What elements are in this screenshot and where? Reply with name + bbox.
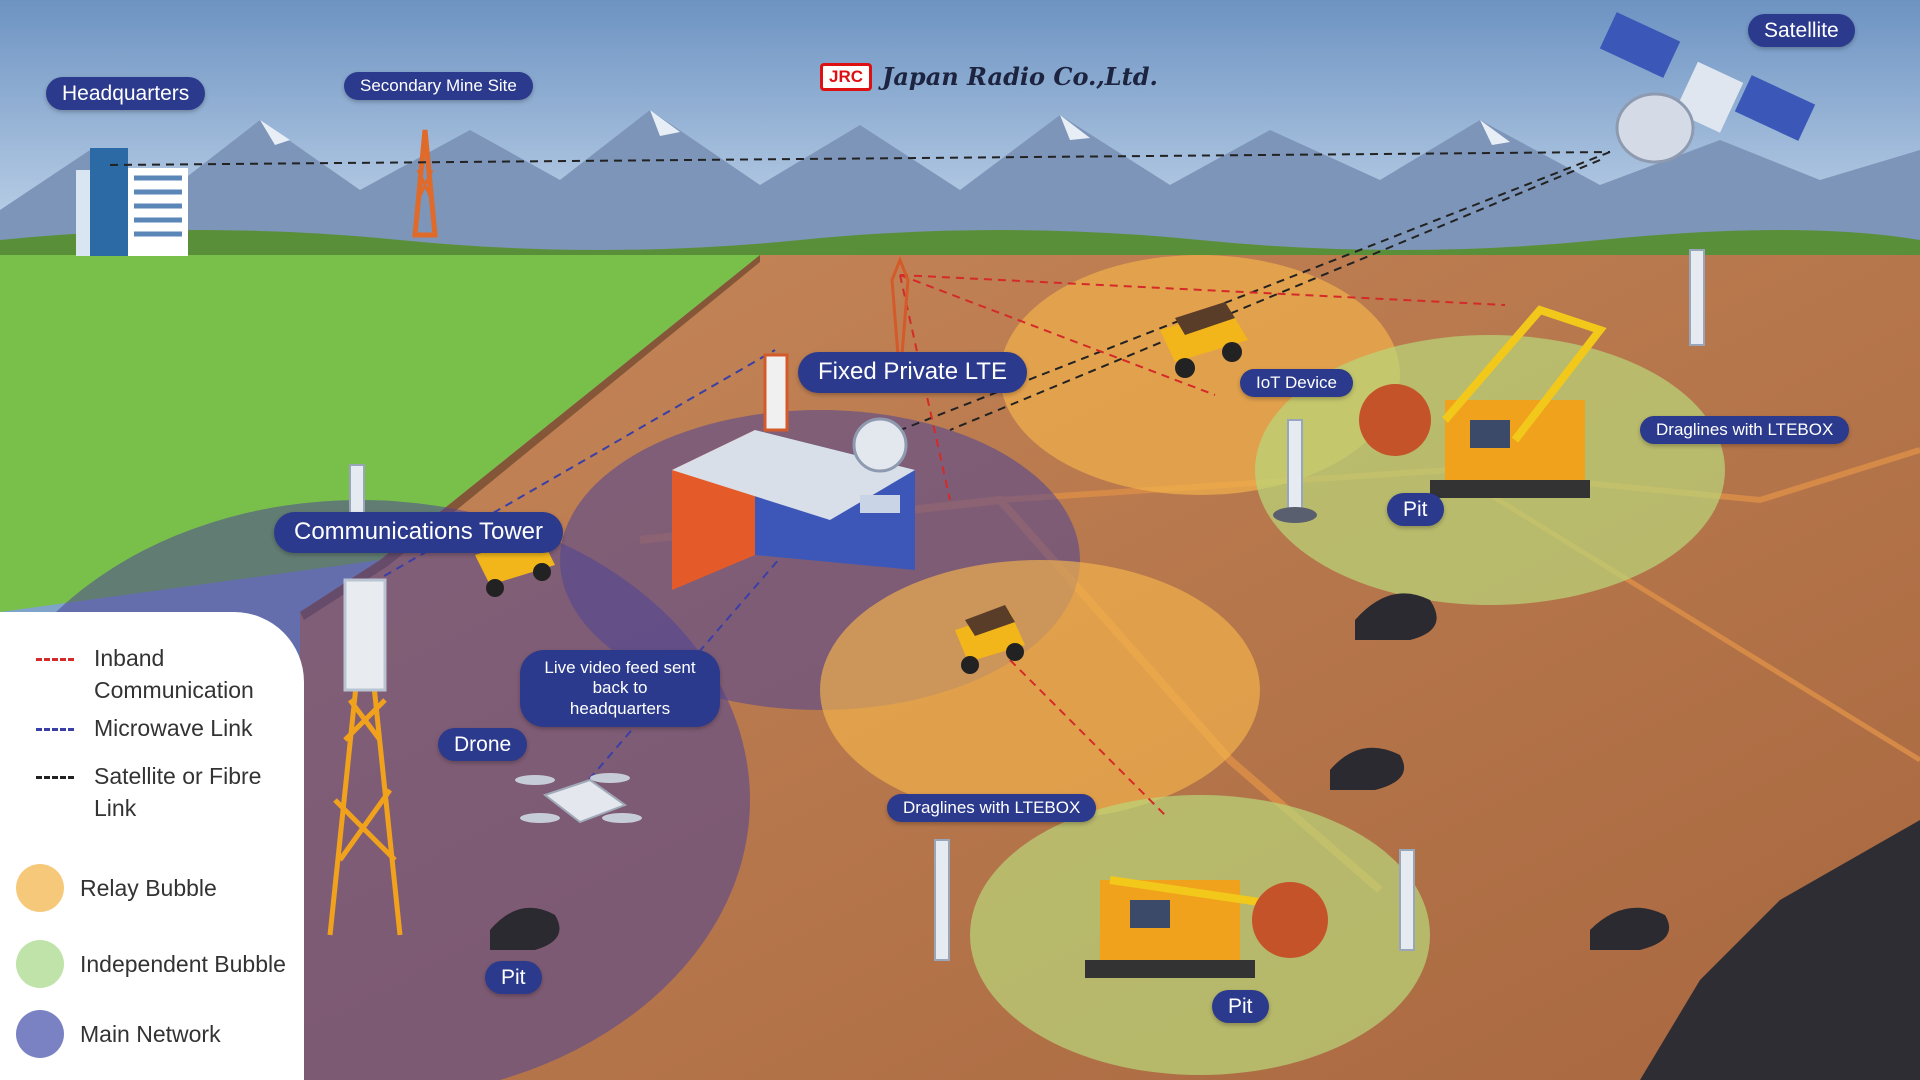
light-tower: [1399, 849, 1415, 951]
drone-illustration: [515, 773, 642, 824]
microwave-dash-icon: [36, 728, 74, 731]
main-network-icon: [16, 1010, 64, 1058]
legend-item-inband: Inband Communication: [0, 642, 274, 706]
iot-device-post: [1273, 419, 1317, 523]
label-fixed-lte: Fixed Private LTE: [798, 352, 1027, 393]
label-live-video: Live video feed sent back to headquarter…: [520, 650, 720, 728]
lte-building: [672, 353, 915, 590]
lte-mast: [890, 255, 910, 381]
legend-item-independent: Independent Bubble: [0, 940, 286, 988]
legend-label: Independent Bubble: [80, 951, 286, 977]
label-communications-tower: Communications Tower: [274, 512, 563, 553]
legend-item-relay: Relay Bubble: [0, 864, 217, 912]
tree-line: [0, 230, 1920, 262]
headquarters-building: [76, 148, 188, 256]
secondary-site-tower: [412, 129, 438, 238]
label-pit-bottom: Pit: [1212, 990, 1269, 1024]
label-iot-device: IoT Device: [1240, 369, 1353, 398]
label-secondary-site: Secondary Mine Site: [344, 72, 533, 101]
satellite-fibre-links: [109, 151, 1611, 441]
communications-tower: [327, 578, 403, 936]
label-pit-left: Pit: [485, 961, 542, 995]
label-drone: Drone: [438, 728, 528, 762]
light-tower: [934, 839, 950, 961]
label-pit-top: Pit: [1387, 493, 1444, 527]
mountains: [0, 110, 1920, 260]
label-draglines-top: Draglines with LTEBOX: [1640, 416, 1850, 445]
grass-field: [0, 255, 760, 612]
haul-truck-top: [1160, 302, 1248, 378]
label-draglines-bottom: Draglines with LTEBOX: [887, 794, 1097, 823]
label-satellite: Satellite: [1748, 14, 1855, 48]
legend-panel: Inband Communication Microwave Link Sate…: [0, 612, 304, 1080]
legend-item-satellite: Satellite or Fibre Link: [0, 760, 274, 824]
inband-dash-icon: [36, 658, 74, 661]
legend-label: Inband Communication: [94, 645, 254, 703]
light-tower: [1689, 249, 1705, 346]
satellite-dash-icon: [36, 776, 74, 779]
independent-bubble-icon: [16, 940, 64, 988]
microwave-links: [359, 349, 831, 791]
legend-label: Main Network: [80, 1021, 221, 1047]
haul-truck-center: [955, 605, 1025, 674]
legend-label: Microwave Link: [94, 715, 253, 741]
dragline-top: [1359, 305, 1607, 498]
legend-label: Relay Bubble: [80, 875, 217, 901]
relay-bubble-icon: [16, 864, 64, 912]
label-headquarters: Headquarters: [46, 77, 206, 111]
rock-corner: [1640, 820, 1920, 1080]
legend-label: Satellite or Fibre Link: [94, 763, 262, 821]
dragline-bottom: [1085, 876, 1328, 978]
coal-pile: [1355, 593, 1437, 640]
jrc-logo: JRC Japan Radio Co.,Ltd.: [820, 62, 1158, 91]
legend-item-main-network: Main Network: [0, 1010, 221, 1058]
satellite-illustration: [1599, 12, 1816, 164]
coal-pile: [490, 907, 560, 950]
coal-pile: [1590, 907, 1670, 950]
logo-name: Japan Radio Co.,Ltd.: [882, 62, 1158, 91]
logo-badge: JRC: [820, 62, 873, 91]
coal-pile: [1330, 747, 1405, 790]
legend-item-microwave: Microwave Link: [0, 712, 253, 744]
